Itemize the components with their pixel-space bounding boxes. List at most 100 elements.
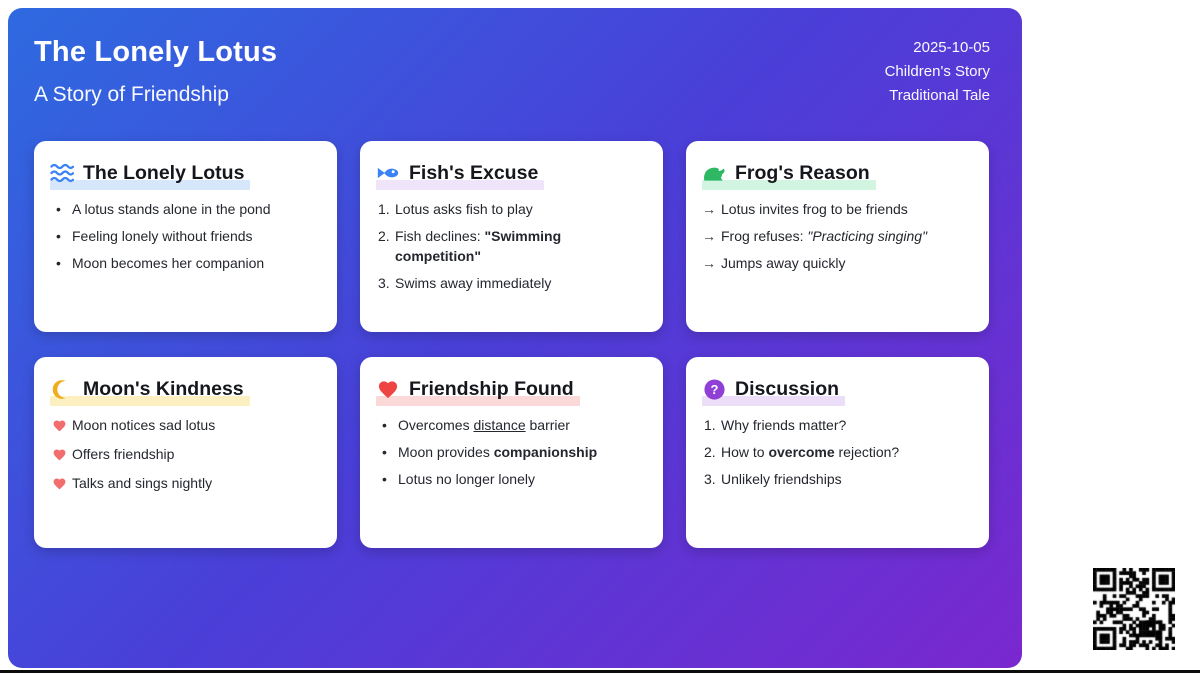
card-title: Fish's Excuse [409,161,539,184]
cards-grid: The Lonely Lotus • A lotus stands alone in… [34,141,989,548]
list-item-text: Unlikely friendships [721,471,842,487]
number-marker: 2. [704,444,716,460]
content-panel: The Lonely Lotus A Story of Friendship 2… [8,8,1022,668]
date-label: 2025-10-05 [913,39,990,56]
qr-code [1093,568,1175,650]
number-marker: 1. [704,417,716,433]
number-marker: 1. [378,201,390,217]
card-list: 1. Lotus asks fish to play 2. Fish declines… [376,199,647,293]
arrow-marker: → [702,228,716,244]
list-item-text: Moon provides companionship [398,444,598,460]
list-item-text: Moon notices sad lotus [72,417,216,433]
card-title-row: ? Discussion [702,377,846,406]
list-item: Talks and sings nightly [50,473,321,495]
list-item-text: Swims away immediately [395,275,552,291]
card-title-row: Frog's Reason [702,161,876,190]
card-title-row: Friendship Found [376,377,580,406]
list-item-text: How to overcome rejection? [721,444,900,460]
card-title: Moon's Kindness [83,377,244,400]
card-title: Discussion [735,377,840,400]
list-item-text: Overcomes distance barrier [398,417,570,433]
heart-marker [52,473,72,495]
title-highlight [702,180,876,190]
heart-marker [52,415,72,437]
page-subtitle: A Story of Friendship [34,83,229,106]
list-item: • Overcomes distance barrier [376,415,647,435]
waves-icon [50,161,74,185]
list-item: • Moon provides companionship [376,442,647,462]
title-highlight [702,396,846,406]
list-item-text: Lotus no longer lonely [398,471,535,487]
card: The Lonely Lotus • A lotus stands alone in… [34,141,337,332]
card-title: Friendship Found [409,377,574,400]
list-item: • Moon becomes her companion [50,253,321,273]
bullet-marker: • [382,444,387,460]
list-item: → Frog refuses: "Practicing singing" [702,226,973,246]
list-item-text: Moon becomes her companion [72,255,265,271]
page-title: The Lonely Lotus [34,36,278,68]
list-item-text: Lotus asks fish to play [395,201,533,217]
list-item: 1. Lotus asks fish to play [376,199,647,219]
list-item: 3. Unlikely friendships [702,469,973,489]
type-label: Traditional Tale [889,87,990,104]
list-item-text: Fish declines: "Swimming competition" [395,228,562,264]
list-item: 3. Swims away immediately [376,273,647,293]
card-list: •A lotus stands alone in the pond•Feelin… [50,199,321,273]
list-item: •Feeling lonely without friends [50,226,321,246]
arrow-marker: → [702,201,716,217]
moon-icon [50,377,74,401]
list-item: 2. Fish declines: "Swimming competition" [376,226,647,266]
list-item-text: Jumps away quickly [721,255,846,271]
fish-icon [376,161,400,185]
frog-icon [702,161,726,185]
card-title: The Lonely Lotus [83,161,245,184]
category-label: Children's Story [884,63,990,80]
card: Fish's Excuse 1. Lotus asks fish to play 2.… [360,141,663,332]
heart-marker [52,444,72,466]
card: ? Discussion 1. Why friends matter? 2. How to… [686,357,989,548]
bullet-marker: • [382,471,387,487]
title-highlight [50,396,250,406]
list-item: 2. How to overcome rejection? [702,442,973,462]
card-list: → Lotus invites frog to be friends → Frog r… [702,199,973,273]
card-title: Frog's Reason [735,161,870,184]
title-highlight [376,396,580,406]
card: Frog's Reason → Lotus invites frog to be f… [686,141,989,332]
card-title-row: Moon's Kindness [50,377,250,406]
question-icon: ? [702,377,726,401]
list-item: Offers friendship [50,444,321,466]
header-meta: 2025-10-05 Children's Story Traditional … [885,36,990,108]
list-item-text: A lotus stands alone in the pond [72,201,271,217]
header: The Lonely Lotus A Story of Friendship [34,36,277,107]
bullet-marker: • [56,201,61,217]
bullet-marker: • [56,255,61,271]
list-item: → Jumps away quickly [702,253,973,273]
heart-icon [376,377,400,401]
list-item: Moon notices sad lotus [50,415,321,437]
list-item: • A lotus stands alone in the pond [50,199,321,219]
list-item: 1. Why friends matter? [702,415,973,435]
bottom-border-line [0,670,1200,673]
list-item: • Lotus no longer lonely [376,469,647,489]
card-list: • Overcomes distance barrier • Moon provide… [376,415,647,489]
number-marker: 2. [378,228,390,244]
list-item-text: Feeling lonely without friends [72,228,253,244]
list-item-text: Talks and sings nightly [72,475,213,491]
card: Friendship Found • Overcomes distance barr… [360,357,663,548]
number-marker: 3. [704,471,716,487]
svg-text:?: ? [710,381,718,396]
list-item-text: Why friends matter? [721,417,847,433]
list-item-text: Frog refuses: "Practicing singing" [721,228,928,244]
list-item: → Lotus invites frog to be friends [702,199,973,219]
title-highlight [376,180,545,190]
bullet-marker: • [382,417,387,433]
list-item-text: Offers friendship [72,446,175,462]
arrow-marker: → [702,255,716,271]
card-title-row: Fish's Excuse [376,161,545,190]
card-title-row: The Lonely Lotus [50,161,251,190]
card-list: 1. Why friends matter? 2. How to overcome r… [702,415,973,489]
number-marker: 3. [378,275,390,291]
list-item-text: Lotus invites frog to be friends [721,201,908,217]
